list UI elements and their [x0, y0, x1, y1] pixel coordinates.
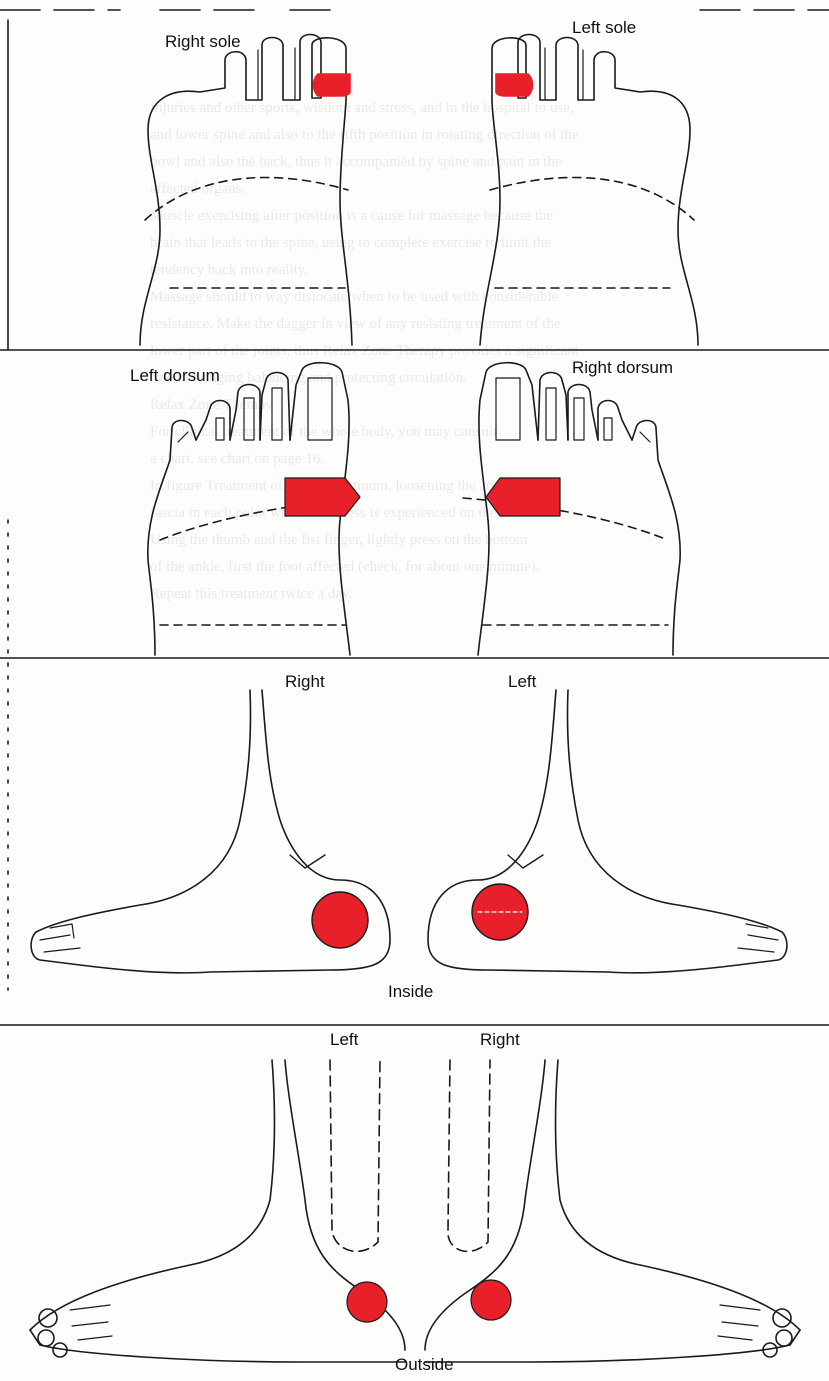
- outside-right-label: Right: [480, 1030, 520, 1050]
- inside-right-label: Right: [285, 672, 325, 692]
- right-sole-label: Right sole: [165, 32, 241, 52]
- outside-left-label: Left: [330, 1030, 358, 1050]
- left-sole-label: Left sole: [572, 18, 636, 38]
- reflex-point-left-inside: [472, 884, 528, 940]
- reflex-point-left-dorsum: [285, 478, 360, 516]
- reflex-point-left-sole: [496, 74, 533, 96]
- reflex-point-right-outside: [471, 1280, 511, 1320]
- reflex-point-right-sole: [314, 74, 351, 96]
- reflex-point-right-inside: [312, 892, 368, 948]
- left-foot-outside-outline: [30, 1060, 405, 1362]
- right-dorsum-label: Right dorsum: [572, 358, 673, 378]
- panel-dividers: [0, 10, 829, 1025]
- outside-caption: Outside: [395, 1355, 454, 1375]
- inside-caption: Inside: [388, 982, 433, 1002]
- inside-left-label: Left: [508, 672, 536, 692]
- left-dorsum-label: Left dorsum: [130, 366, 220, 386]
- reflex-point-left-outside: [347, 1282, 387, 1322]
- reflex-point-right-dorsum: [486, 478, 560, 516]
